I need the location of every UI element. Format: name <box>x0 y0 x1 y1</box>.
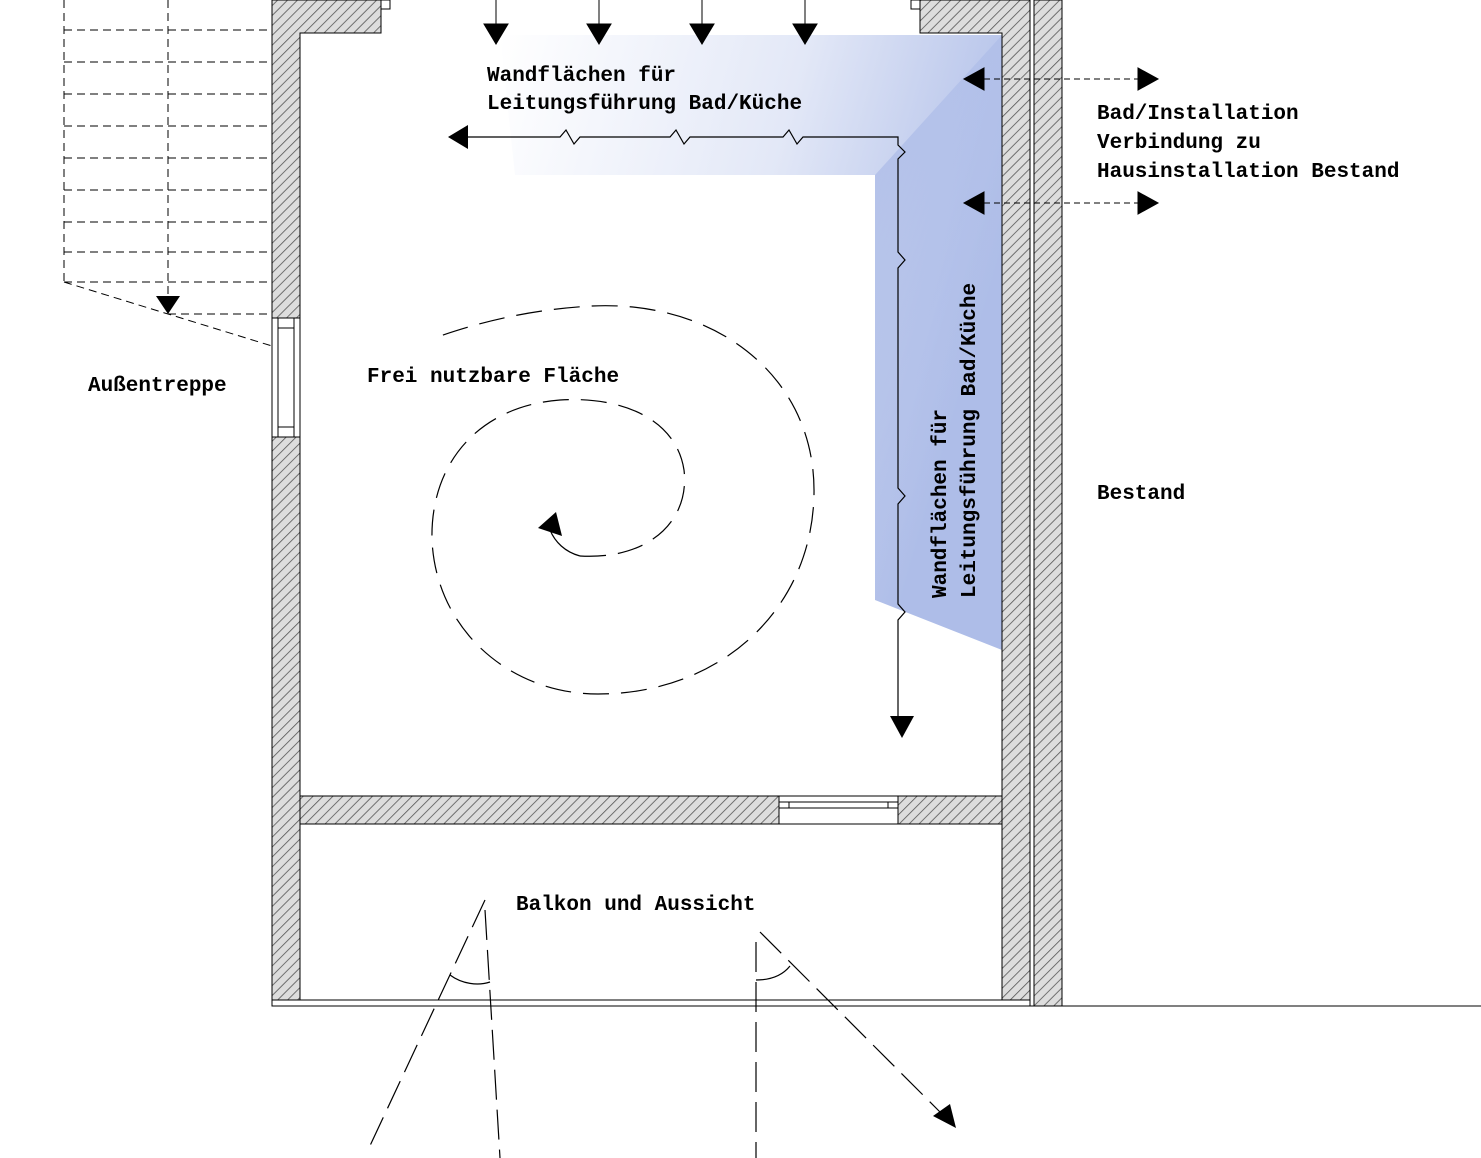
wall-middle-left <box>299 795 780 825</box>
label-outdoor-stair: Außentreppe <box>88 375 227 398</box>
view-lines <box>367 899 941 1158</box>
installation-break-line <box>448 125 914 738</box>
installation-zone <box>500 35 1002 650</box>
spiral-arrowhead <box>538 512 562 536</box>
label-wall-surfaces-right-line2: Leitungsführung Bad/Küche <box>959 283 982 598</box>
wall-top-left <box>271 0 382 319</box>
top-arrows <box>483 0 818 45</box>
labels: Wandflächen für Leitungsführung Bad/Küch… <box>88 65 1399 917</box>
label-free-area: Frei nutzbare Fläche <box>367 366 619 389</box>
outdoor-stair <box>63 0 273 347</box>
installation-zone-right <box>875 35 1002 650</box>
window-left <box>271 317 301 438</box>
wall-bottom <box>271 999 1031 1007</box>
label-wall-surfaces-top-line2: Leitungsführung Bad/Küche <box>487 93 802 116</box>
label-installation-line2: Verbindung zu <box>1097 132 1261 155</box>
wall-top-right-cap <box>910 0 921 10</box>
wall-left-lower <box>271 436 301 1007</box>
wall-top-left-cap <box>380 0 391 10</box>
walls <box>271 0 1481 1007</box>
free-area-spiral <box>431 305 815 695</box>
wall-middle-right <box>897 795 1003 825</box>
label-wall-surfaces-top-line1: Wandflächen für <box>487 65 676 88</box>
label-installation-line3: Hausinstallation Bestand <box>1097 161 1399 184</box>
window-middle <box>778 795 899 825</box>
spiral-inner-arrow <box>549 529 581 557</box>
label-existing: Bestand <box>1097 483 1185 506</box>
label-wall-surfaces-right-line1: Wandflächen für <box>930 409 953 598</box>
label-balcony: Balkon und Aussicht <box>516 894 755 917</box>
view-angle-arcs <box>449 965 791 985</box>
wall-existing-building <box>1033 0 1063 1007</box>
stair-down-arrow <box>156 296 180 314</box>
installation-connections <box>962 67 1160 215</box>
view-arrowhead <box>933 1104 956 1128</box>
label-installation-line1: Bad/Installation <box>1097 103 1299 126</box>
